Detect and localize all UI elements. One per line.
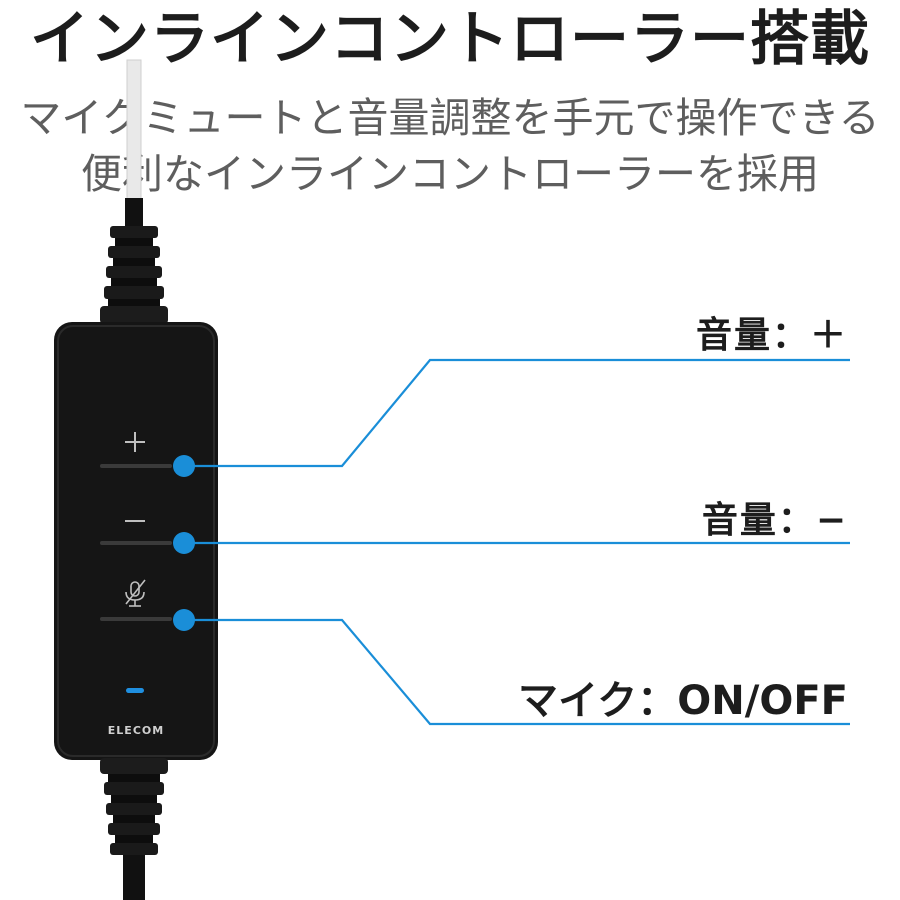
callout-label-mic: マイク：ON/OFF: [518, 678, 848, 724]
callout-lines: [184, 358, 850, 726]
mic-mute-button[interactable]: [100, 617, 172, 621]
upper-cable-white: [126, 59, 142, 201]
status-led: [126, 688, 144, 693]
lower-strain-relief: [100, 758, 168, 900]
callout-label-volume-up: 音量：＋: [695, 315, 848, 356]
volume-up-symbol: [125, 432, 145, 452]
subtitle-line-2: 便利なインラインコントローラーを採用: [81, 150, 819, 198]
callout-dot-volume-up: [173, 455, 195, 477]
callout-dot-volume-down: [173, 532, 195, 554]
volume-down-button[interactable]: [100, 541, 172, 545]
callout-dot-mic: [173, 609, 195, 631]
page-title: インラインコントローラー搭載: [29, 4, 870, 73]
brand-logo: ELECOM: [108, 724, 164, 737]
volume-up-button[interactable]: [100, 464, 172, 468]
mic-mute-icon: [125, 579, 146, 607]
upper-strain-relief: [100, 198, 168, 324]
subtitle-line-1: マイクミュートと音量調整を手元で操作できる: [20, 94, 880, 142]
callout-label-volume-down: 音量：−: [701, 500, 848, 541]
